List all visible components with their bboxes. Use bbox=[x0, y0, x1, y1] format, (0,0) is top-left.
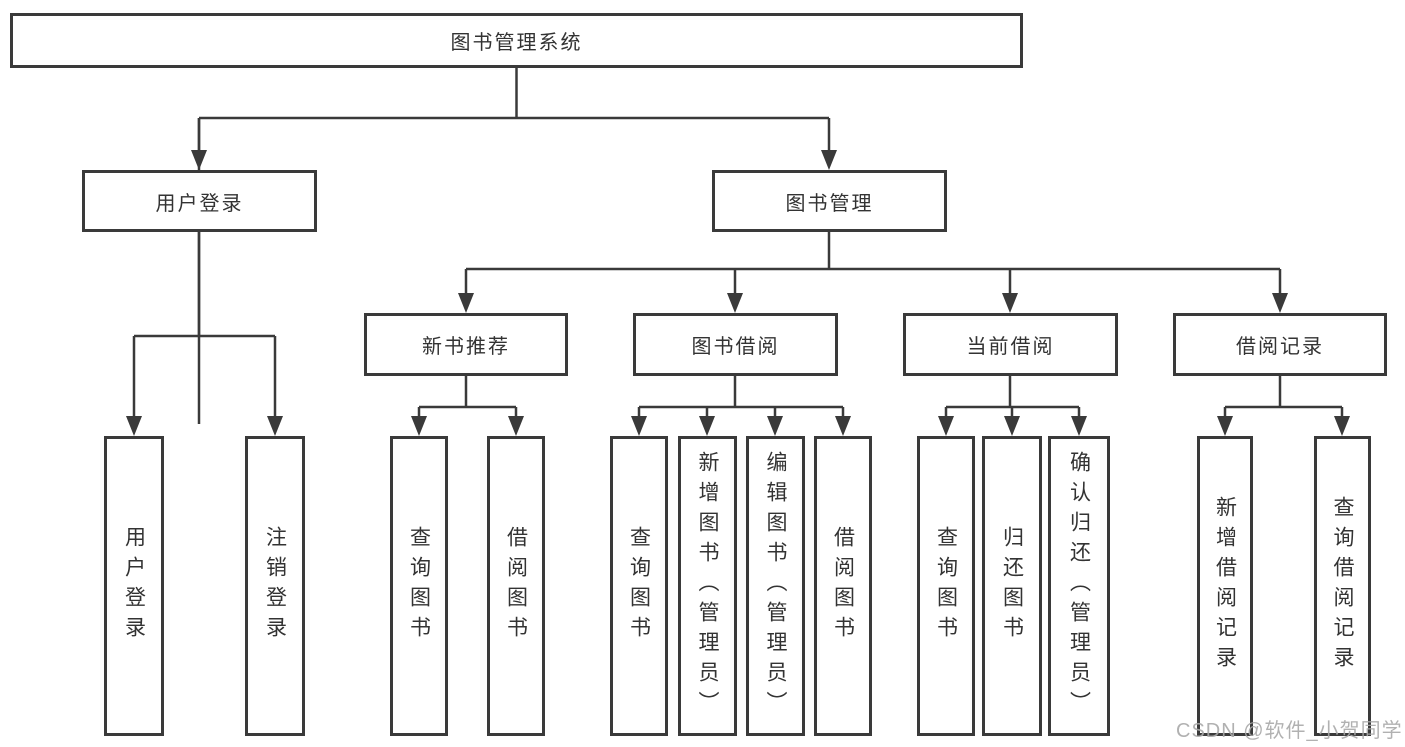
leaf-add-borrow-record: 新增借阅记录 bbox=[1197, 436, 1253, 736]
wire-newbookrec-to-leaves bbox=[411, 376, 524, 436]
node-current-borrow: 当前借阅 bbox=[903, 313, 1118, 376]
csdn-watermark: CSDN @软件_小贺同学 bbox=[1176, 720, 1403, 742]
node-current-borrow-label: 当前借阅 bbox=[966, 336, 1055, 358]
leaf-return-books-label: 归还图书 bbox=[1000, 526, 1024, 646]
wire-bookborrow-to-leaves bbox=[631, 376, 851, 436]
wire-bookmgmt-to-level3 bbox=[458, 232, 1288, 313]
node-book-management: 图书管理 bbox=[712, 170, 947, 232]
leaf-query-books-1: 查询图书 bbox=[390, 436, 448, 736]
node-user-login-group-label: 用户登录 bbox=[155, 192, 244, 215]
leaf-edit-books-admin-label: 编辑图书（管理员） bbox=[764, 451, 787, 721]
node-new-book-recommend: 新书推荐 bbox=[364, 313, 568, 376]
leaf-query-books-2: 查询图书 bbox=[610, 436, 668, 736]
node-new-book-recommend-label: 新书推荐 bbox=[422, 336, 510, 358]
leaf-user-login: 用户登录 bbox=[104, 436, 164, 736]
wire-userlogin-to-leaves bbox=[126, 232, 283, 436]
leaf-return-books: 归还图书 bbox=[982, 436, 1042, 736]
leaf-borrow-books-1-label: 借阅图书 bbox=[504, 526, 528, 646]
leaf-confirm-return-admin-label: 确认归还（管理员） bbox=[1067, 451, 1091, 721]
node-borrow-records-label: 借阅记录 bbox=[1236, 336, 1324, 358]
leaf-borrow-books-2-label: 借阅图书 bbox=[831, 526, 855, 646]
leaf-query-books-3: 查询图书 bbox=[917, 436, 975, 736]
leaf-add-books-admin-label: 新增图书（管理员） bbox=[696, 451, 719, 721]
leaf-query-borrow-record-label: 查询借阅记录 bbox=[1331, 496, 1354, 676]
node-book-management-label: 图书管理 bbox=[785, 192, 874, 215]
leaf-query-books-3-label: 查询图书 bbox=[934, 526, 958, 646]
leaf-logout: 注销登录 bbox=[245, 436, 305, 736]
node-borrow-records: 借阅记录 bbox=[1173, 313, 1387, 376]
leaf-query-books-2-label: 查询图书 bbox=[627, 526, 651, 646]
node-user-login-group: 用户登录 bbox=[82, 170, 317, 232]
leaf-edit-books-admin: 编辑图书（管理员） bbox=[746, 436, 805, 736]
leaf-confirm-return-admin: 确认归还（管理员） bbox=[1048, 436, 1110, 736]
leaf-add-books-admin: 新增图书（管理员） bbox=[678, 436, 737, 736]
node-book-borrow-label: 图书借阅 bbox=[691, 336, 780, 358]
wire-currentborrow-to-leaves bbox=[938, 376, 1087, 436]
node-book-borrow: 图书借阅 bbox=[633, 313, 838, 376]
wire-borrowrecords-to-leaves bbox=[1217, 376, 1350, 436]
node-root: 图书管理系统 bbox=[10, 13, 1023, 68]
leaf-user-login-label: 用户登录 bbox=[122, 526, 146, 646]
leaf-query-books-1-label: 查询图书 bbox=[407, 526, 431, 646]
leaf-logout-label: 注销登录 bbox=[263, 526, 287, 646]
leaf-query-borrow-record: 查询借阅记录 bbox=[1314, 436, 1371, 736]
leaf-borrow-books-2: 借阅图书 bbox=[814, 436, 872, 736]
node-root-label: 图书管理系统 bbox=[450, 32, 583, 54]
leaf-add-borrow-record-label: 新增借阅记录 bbox=[1213, 496, 1237, 676]
leaf-borrow-books-1: 借阅图书 bbox=[487, 436, 545, 736]
